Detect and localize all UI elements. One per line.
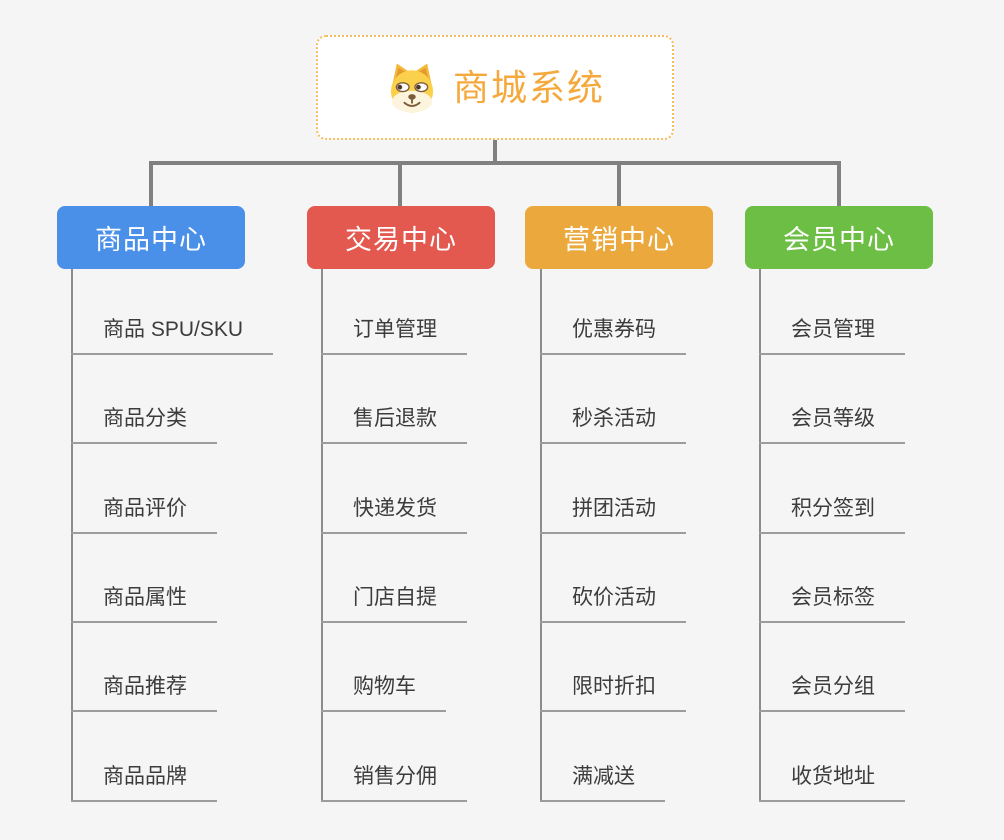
branch-node-trade-center[interactable]: 交易中心 <box>307 206 495 269</box>
branch-node-member-center[interactable]: 会员中心 <box>745 206 933 269</box>
branch-children-line-member <box>759 269 761 800</box>
leaf-node-member-address[interactable]: 收货地址 <box>759 762 905 802</box>
branch-label: 营销中心 <box>563 225 675 255</box>
leaf-node-trade-order[interactable]: 订单管理 <box>321 315 467 355</box>
branch-label: 交易中心 <box>345 225 457 255</box>
leaf-node-marketing-full-reduction[interactable]: 满减送 <box>540 762 665 802</box>
root-title: 商城系统 <box>452 66 605 108</box>
leaf-node-member-manage[interactable]: 会员管理 <box>759 315 905 355</box>
leaf-node-marketing-group-buy[interactable]: 拼团活动 <box>540 494 686 534</box>
leaf-node-goods-recommend[interactable]: 商品推荐 <box>71 672 217 712</box>
leaf-node-trade-pickup[interactable]: 门店自提 <box>321 583 467 623</box>
leaf-node-goods-category[interactable]: 商品分类 <box>71 404 217 444</box>
leaf-node-marketing-flash-sale[interactable]: 秒杀活动 <box>540 404 686 444</box>
connector-root-stub <box>493 140 497 165</box>
branch-label: 会员中心 <box>783 225 895 255</box>
dog-icon <box>385 61 439 115</box>
connector-drop-member <box>837 161 841 206</box>
leaf-node-trade-express[interactable]: 快递发货 <box>321 494 467 534</box>
branch-node-goods-center[interactable]: 商品中心 <box>57 206 245 269</box>
leaf-node-marketing-coupon[interactable]: 优惠券码 <box>540 315 686 355</box>
connector-drop-goods <box>149 161 153 206</box>
leaf-node-trade-refund[interactable]: 售后退款 <box>321 404 467 444</box>
connector-drop-trade <box>398 161 402 206</box>
leaf-node-trade-cart[interactable]: 购物车 <box>321 672 446 712</box>
leaf-node-member-group[interactable]: 会员分组 <box>759 672 905 712</box>
root-node[interactable]: 商城系统 <box>316 35 674 140</box>
leaf-node-goods-spu-sku[interactable]: 商品 SPU/SKU <box>71 315 274 355</box>
leaf-node-marketing-time-discount[interactable]: 限时折扣 <box>540 672 686 712</box>
leaf-node-goods-attribute[interactable]: 商品属性 <box>71 583 217 623</box>
connector-drop-marketing <box>617 161 621 206</box>
branch-children-line-marketing <box>540 269 542 800</box>
connector-horizontal-rail <box>149 161 841 165</box>
leaf-node-member-tag[interactable]: 会员标签 <box>759 583 905 623</box>
leaf-node-member-points-signin[interactable]: 积分签到 <box>759 494 905 534</box>
leaf-node-goods-review[interactable]: 商品评价 <box>71 494 217 534</box>
branch-label: 商品中心 <box>95 225 207 255</box>
leaf-node-marketing-bargain[interactable]: 砍价活动 <box>540 583 686 623</box>
branch-children-line-trade <box>321 269 323 800</box>
leaf-node-member-level[interactable]: 会员等级 <box>759 404 905 444</box>
branch-children-line-goods <box>71 269 73 800</box>
leaf-node-trade-commission[interactable]: 销售分佣 <box>321 762 467 802</box>
leaf-node-goods-brand[interactable]: 商品品牌 <box>71 762 217 802</box>
branch-node-marketing-center[interactable]: 营销中心 <box>525 206 713 269</box>
